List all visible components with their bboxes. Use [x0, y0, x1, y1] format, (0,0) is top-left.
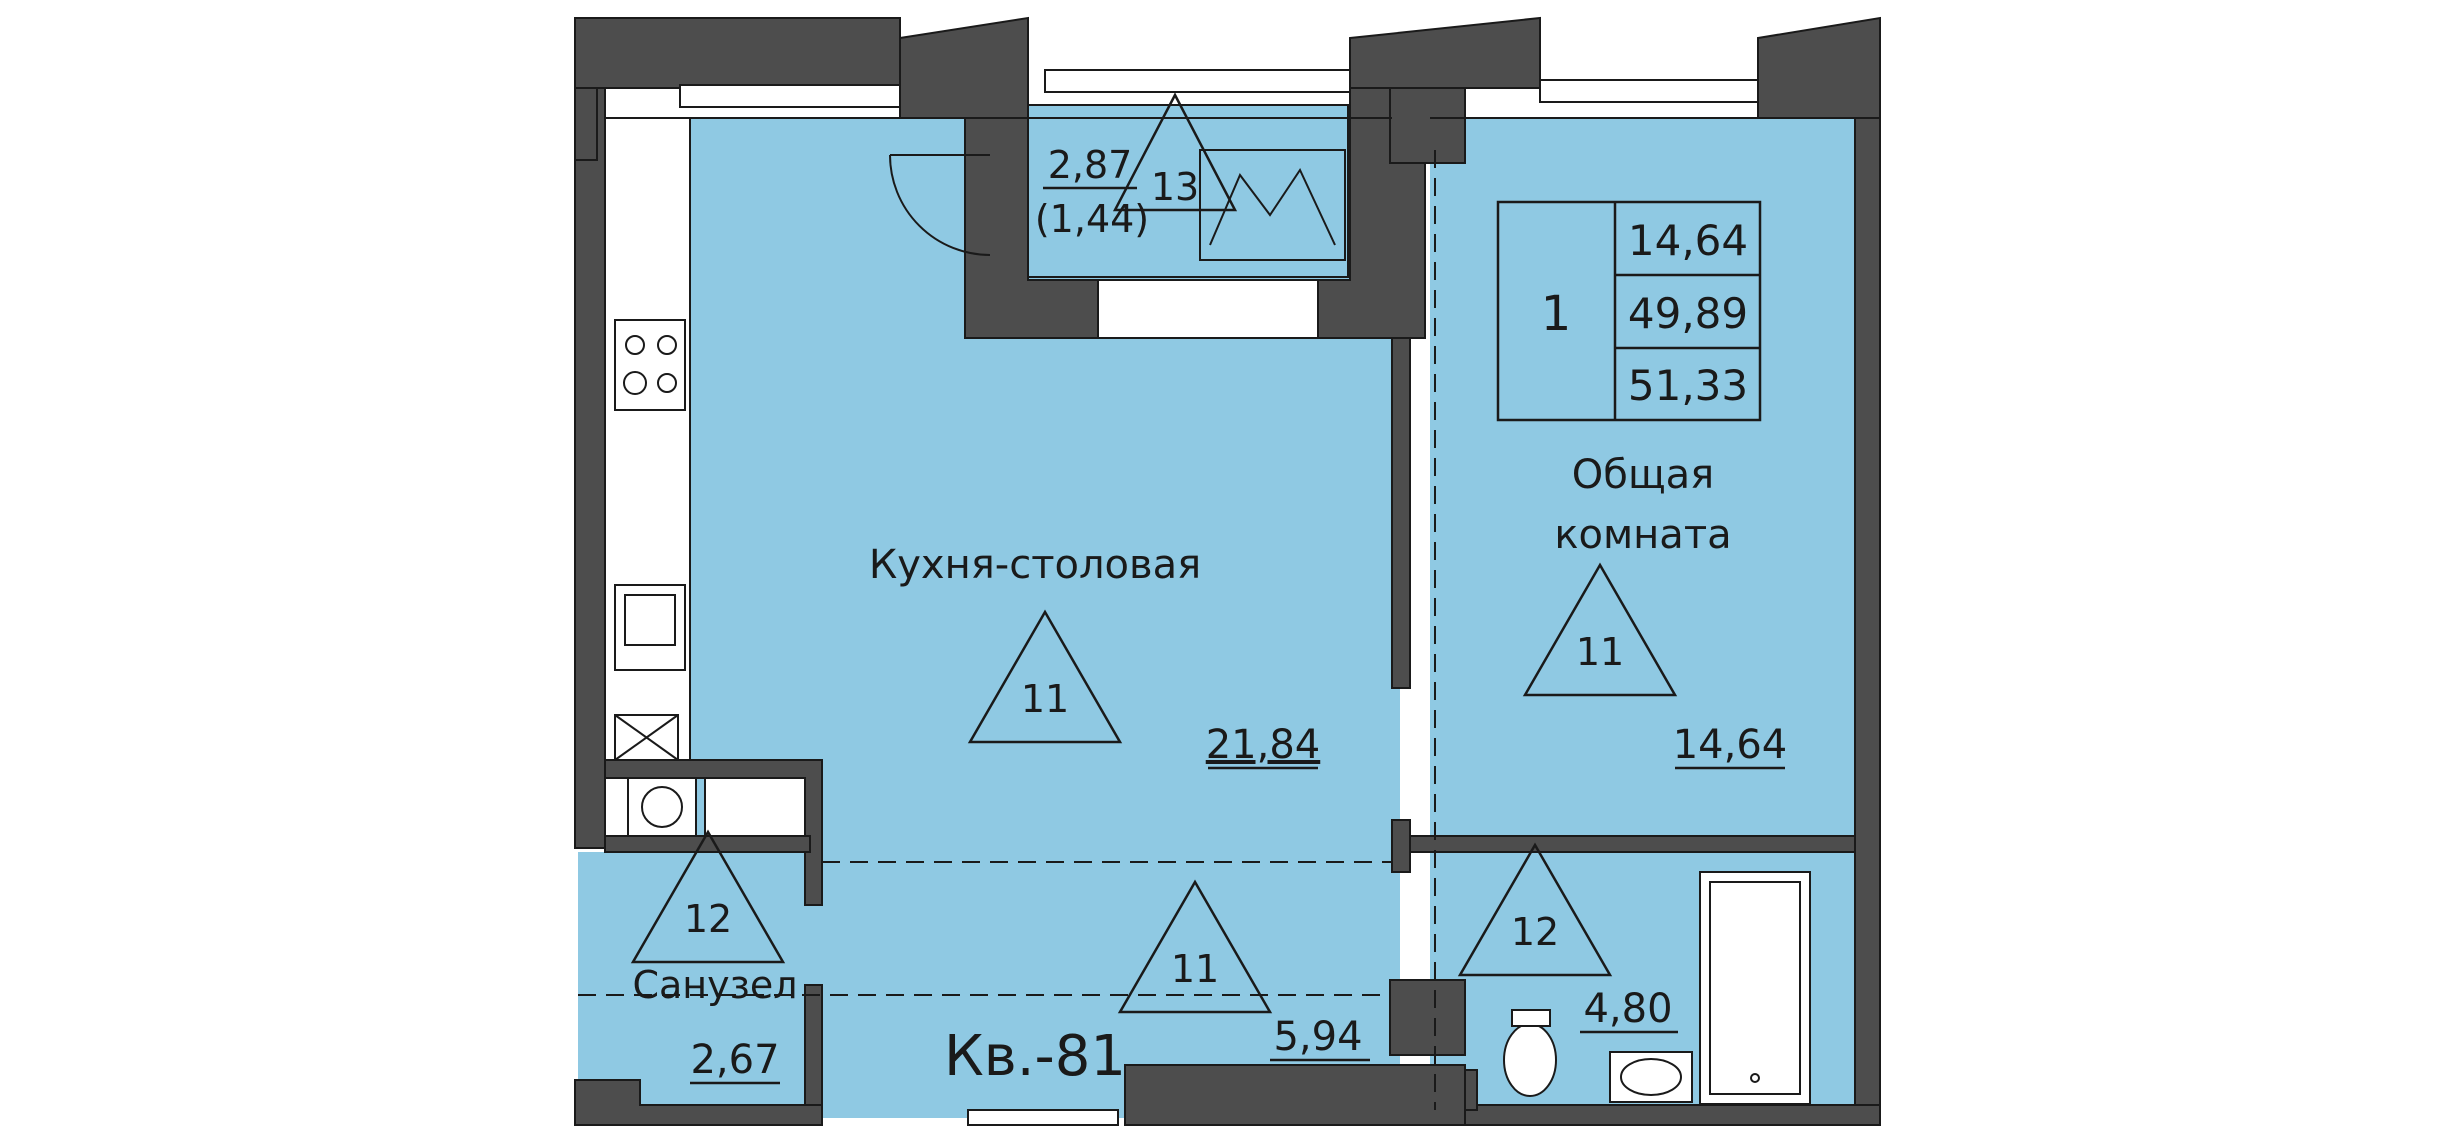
toilet-bowl	[1503, 1023, 1557, 1097]
bathroom-floor	[578, 852, 810, 1104]
room-area-kitchen: 21,84	[1206, 722, 1321, 768]
room-area-living: 14,64	[1673, 722, 1788, 768]
living-floor	[1430, 118, 1855, 836]
table-total-area-balcony: 51,33	[1628, 361, 1748, 410]
wall-stub-mid	[1391, 819, 1411, 873]
balcony-floor	[1028, 105, 1390, 285]
toilet-tank	[1511, 1009, 1551, 1027]
table-rooms-count: 1	[1541, 286, 1572, 342]
room-area-hall: 5,94	[1273, 1014, 1362, 1060]
marker-triangle-hall	[1117, 879, 1273, 1014]
room-name-kitchen: Кухня-столовая	[869, 542, 1201, 588]
window-balcony-bottom	[1097, 279, 1319, 339]
window-top-right	[1539, 79, 1759, 103]
door	[889, 154, 991, 256]
wall-living-bath	[1409, 835, 1856, 853]
marker-bathroom2: 12	[1511, 910, 1559, 954]
table-living-area: 14,64	[1628, 216, 1748, 265]
bathroom-fixtures	[627, 777, 1811, 1105]
wall-right	[1854, 117, 1881, 1119]
summary-table	[1496, 200, 1762, 422]
walls	[574, 16, 1881, 1126]
room-area-balcony: 2,87	[1048, 143, 1133, 187]
room-name-living-line2: комната	[1554, 512, 1731, 558]
marker-triangle-balcony	[1112, 92, 1238, 212]
wall-pier-mid-right	[1349, 16, 1541, 89]
marker-living: 11	[1576, 630, 1624, 674]
wall-bottom-right	[1464, 1104, 1881, 1126]
wall-pier-mid-left	[899, 16, 1029, 119]
room-name-living-line1: Общая	[1572, 452, 1714, 498]
window-top-left	[679, 84, 901, 108]
wall-bath2-left	[1464, 1069, 1478, 1111]
marker-triangle-living	[1522, 562, 1678, 697]
sink-basin	[624, 594, 676, 646]
room-area-bathroom2: 4,80	[1583, 986, 1672, 1032]
stove-burner-2	[657, 335, 677, 355]
marker-kitchen: 11	[1021, 677, 1069, 721]
wall-bathroom-sep	[604, 835, 811, 853]
window-bottom	[967, 1109, 1119, 1126]
bath-small	[704, 777, 806, 837]
wall-top-right	[1757, 16, 1881, 119]
column-bottom	[1389, 979, 1466, 1056]
wall-left-pier	[574, 87, 598, 161]
stove	[614, 319, 686, 411]
marker-hall: 11	[1171, 947, 1219, 991]
stove-burner-1	[625, 335, 645, 355]
wall-left	[574, 87, 606, 849]
wall-kitchen-living	[1391, 337, 1411, 689]
zone-separators	[578, 150, 1436, 1110]
marker-balcony: 13	[1151, 165, 1199, 209]
bathtub-drain	[1750, 1073, 1760, 1083]
room-name-bathroom: Санузел	[632, 963, 797, 1007]
wall-bottom-mid	[1124, 1064, 1466, 1126]
room-area-bathroom: 2,67	[690, 1037, 779, 1083]
wall-bottom-left	[574, 1079, 823, 1126]
column-top	[1389, 87, 1466, 164]
room-area-balcony-reduced: (1,44)	[1035, 197, 1149, 241]
windows	[679, 69, 1759, 1126]
apartment-number: Кв.-81	[944, 1024, 1126, 1089]
stove-burner-4	[657, 373, 677, 393]
table-total-area: 49,89	[1628, 289, 1748, 338]
wall-bathroom-top	[604, 759, 823, 906]
stove-burner-3	[623, 371, 647, 395]
marker-triangle-kitchen	[967, 609, 1123, 744]
bathtub-inner	[1709, 881, 1801, 1095]
markers	[630, 92, 1678, 1014]
kitchen-appliances	[604, 117, 691, 761]
window-balcony-top	[1044, 69, 1351, 93]
marker-triangle-bathroom2	[1457, 842, 1613, 977]
wall-bathroom-right	[804, 984, 823, 1106]
marker-triangle-bathroom	[630, 829, 786, 964]
balcony-fixture	[1199, 149, 1346, 261]
washbasin-bowl	[1620, 1058, 1682, 1096]
washing-machine-drum	[641, 786, 683, 828]
marker-bathroom: 12	[684, 897, 732, 941]
